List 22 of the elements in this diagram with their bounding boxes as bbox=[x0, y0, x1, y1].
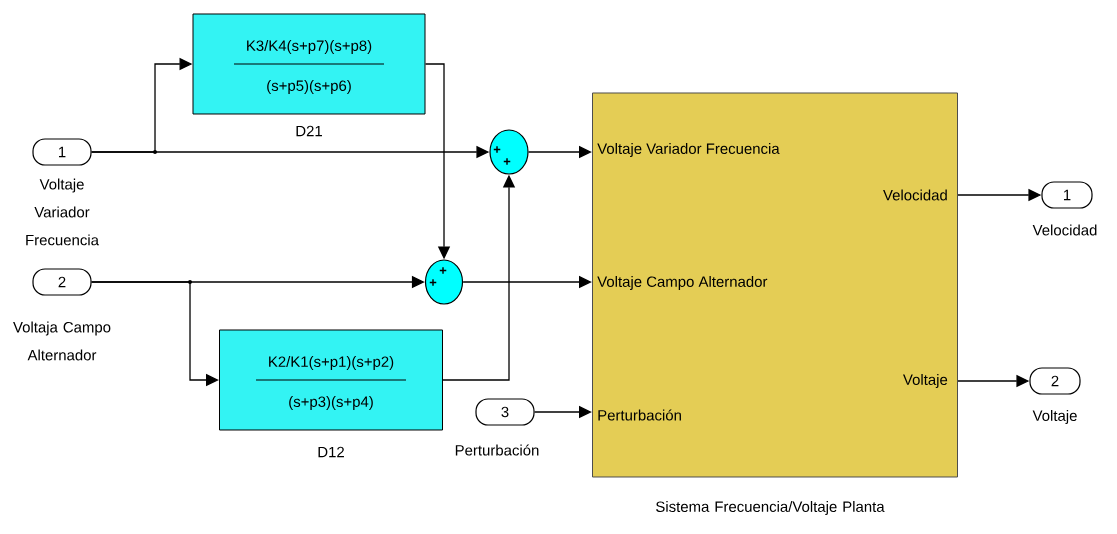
block-label: D21 bbox=[296, 125, 322, 137]
block-label: Voltaje Variador Frecuencia bbox=[26, 178, 99, 246]
sum-block: + + bbox=[424, 259, 464, 305]
port-label: Velocidad bbox=[883, 189, 947, 201]
port-block: 2 bbox=[32, 268, 92, 296]
block-label: Voltaja Campo Alternador bbox=[13, 321, 111, 361]
port-label: Voltaje bbox=[903, 374, 948, 388]
block-label: D12 bbox=[318, 446, 344, 458]
block-label: Perturbación bbox=[455, 444, 539, 456]
port-label: Voltaje Variador Frecuencia bbox=[597, 143, 780, 157]
sum-block: + + bbox=[489, 129, 529, 175]
transfer-function-block: K2/K1(s+p1)(s+p2) (s+p3)(s+p4) bbox=[219, 329, 443, 431]
port-label: Voltaje Campo Alternador bbox=[597, 276, 768, 290]
port-block: 3 bbox=[475, 398, 535, 426]
transfer-function-block: K3/K4(s+p7)(s+p8) (s+p5)(s+p6) bbox=[192, 13, 426, 115]
port-block: 2 bbox=[1029, 367, 1081, 395]
block-label: Sistema Frecuencia/Voltaje Planta bbox=[656, 501, 885, 515]
port-block: 1 bbox=[32, 138, 92, 166]
block-label: Voltaje bbox=[1032, 410, 1077, 424]
block-label: Velocidad bbox=[1032, 224, 1097, 236]
port-label: Perturbación bbox=[598, 409, 681, 421]
port-block: 1 bbox=[1041, 181, 1093, 209]
